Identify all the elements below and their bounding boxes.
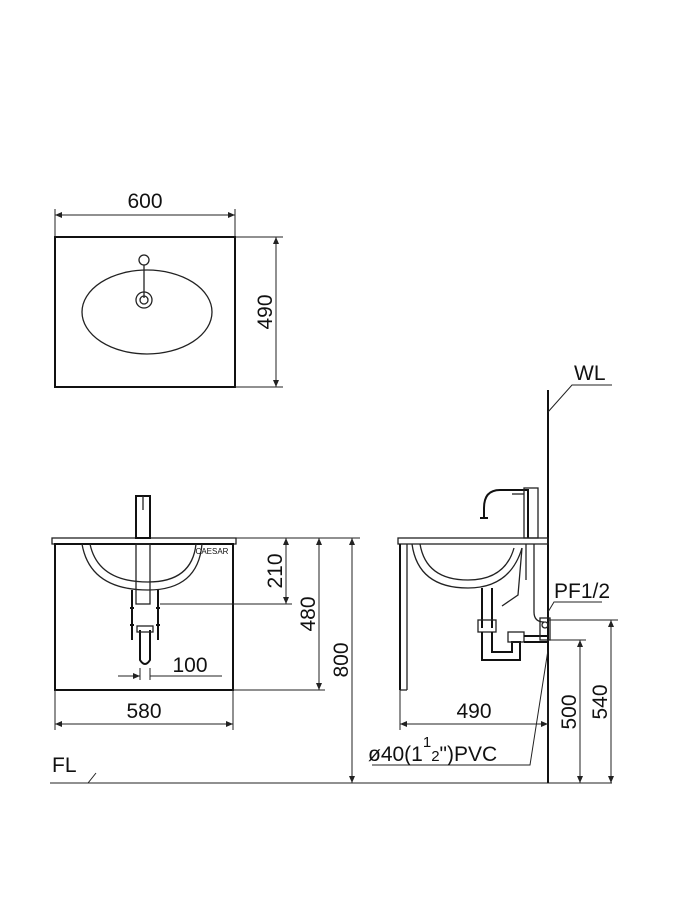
dim-top-width: 600: [127, 190, 162, 213]
faucet-side-icon: [483, 489, 529, 538]
basin-bowl-front: [81, 543, 203, 591]
dim-front-210: 210: [264, 553, 287, 588]
dim-front-100: 100: [172, 654, 207, 677]
dim-side-depth: 490: [456, 700, 491, 723]
front-view: CAESAR 100 580 210 480: [51, 495, 360, 783]
dim-front-480: 480: [297, 596, 320, 631]
dim-side-540: 540: [589, 684, 612, 719]
dim-front-width: 580: [126, 700, 161, 723]
counter-top-side: [397, 537, 549, 545]
pf-label: PF1/2: [554, 580, 610, 603]
floor-line: FL: [50, 754, 612, 784]
side-trap-icon: [481, 632, 521, 661]
dim-side-500: 500: [558, 694, 581, 729]
basin-bowl-side: [411, 543, 523, 589]
wall-label: WL: [574, 362, 606, 385]
faucet-hole-icon: [138, 254, 150, 266]
basin-bowl-top: [81, 269, 213, 355]
dim-top-depth: 490: [254, 294, 277, 329]
trap-icon: [139, 630, 151, 665]
top-view-outline: [54, 236, 236, 388]
top-view: 600 490: [54, 190, 283, 388]
floor-label: FL: [52, 754, 77, 777]
side-view: WL PF1/2 490: [368, 362, 618, 783]
dim-front-800: 800: [330, 642, 353, 677]
brand-label: CAESAR: [196, 547, 229, 556]
drain-icon: [135, 291, 153, 309]
angle-valve-icon: [539, 617, 551, 641]
pipe-label: ø40(112")PVC: [368, 734, 497, 766]
